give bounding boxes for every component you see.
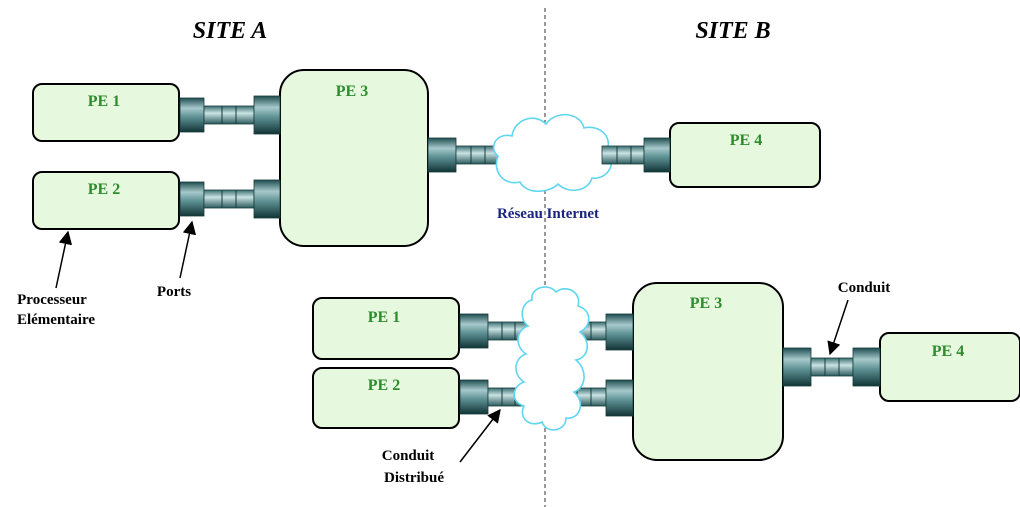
bottom-configuration: PE 1 PE 2 PE 3 PE 4 (312, 282, 1020, 461)
top-pe4-port (643, 137, 671, 173)
bottom-pe3-label: PE 3 (690, 295, 722, 312)
bottom-pe2-label: PE 2 (368, 377, 400, 394)
ports-arrow (179, 220, 197, 279)
bottom-pe1-port (459, 313, 489, 349)
bottom-pe2-port (459, 379, 489, 415)
internet-label: Réseau Internet (497, 206, 599, 222)
top-pe2-port (179, 181, 205, 217)
top-pe1-port (179, 97, 205, 133)
top-pe3-port-right (427, 137, 457, 173)
top-pe3-port-upper (253, 95, 281, 135)
processor-arrow (55, 230, 73, 289)
top-pe2-box (32, 171, 180, 230)
top-pe3-label: PE 3 (336, 83, 368, 100)
bottom-pe3-port-lower (605, 379, 634, 417)
distributed-cloud (513, 286, 590, 431)
top-pe1-box (32, 83, 180, 142)
top-internet-pe4-conduit (601, 145, 645, 165)
site-b-title: SITE B (695, 18, 770, 44)
top-configuration: PE 1 PE 2 PE 3 PE 4 Réseau Internet (32, 69, 821, 247)
internet-cloud (492, 113, 612, 193)
bottom-pe1-label: PE 1 (368, 309, 400, 326)
top-pe1-pe3-conduit (203, 105, 255, 125)
top-pe1-label: PE 1 (88, 93, 120, 110)
conduit-label: Conduit (838, 280, 891, 296)
top-pe3-port-lower (253, 179, 281, 219)
top-pe4-label: PE 4 (730, 132, 762, 149)
top-pe2-label: PE 2 (88, 181, 120, 198)
processor-label-line1: Processeur (17, 292, 87, 308)
bottom-pe3-port-right (782, 347, 812, 387)
top-pe2-pe3-conduit (203, 189, 255, 209)
distributed-conduit-label-line1: Conduit (382, 448, 435, 464)
bottom-pe4-label: PE 4 (932, 343, 964, 360)
distributed-conduit-label-line2: Distribué (384, 470, 444, 486)
ports-label: Ports (157, 284, 191, 300)
distributed-conduit-arrow (459, 408, 501, 463)
bottom-annotations: Conduit Conduit Distribué (382, 280, 891, 486)
bottom-pe2-box (312, 367, 460, 429)
bottom-pe1-box (312, 297, 460, 360)
left-annotations: Processeur Elémentaire Ports (17, 220, 197, 328)
bottom-pe4-port (852, 347, 881, 387)
conduit-arrow (827, 299, 849, 356)
processor-label-line2: Elémentaire (17, 312, 95, 328)
bottom-pe3-port-upper (605, 313, 634, 351)
site-a-title: SITE A (193, 18, 267, 44)
bottom-pe3-pe4-conduit (810, 357, 854, 377)
